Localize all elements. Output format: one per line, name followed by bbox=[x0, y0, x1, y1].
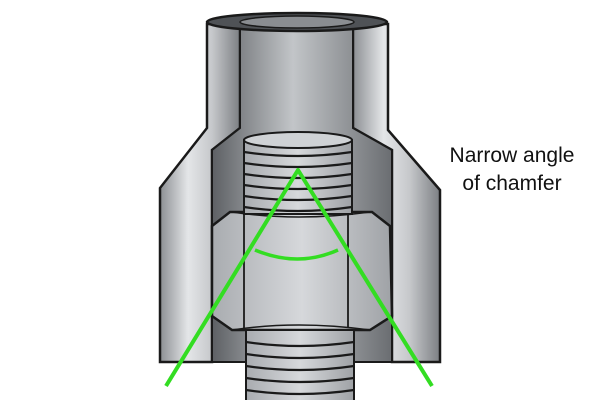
label-line-1: Narrow angle bbox=[449, 144, 575, 167]
chamfer-angle-label: Narrow angle of chamfer bbox=[432, 142, 592, 198]
nut-icon bbox=[210, 210, 394, 332]
chamfer-angle-icon bbox=[164, 168, 434, 388]
bolt-thread-icon bbox=[243, 131, 355, 400]
label-line-2: of chamfer bbox=[462, 172, 562, 195]
